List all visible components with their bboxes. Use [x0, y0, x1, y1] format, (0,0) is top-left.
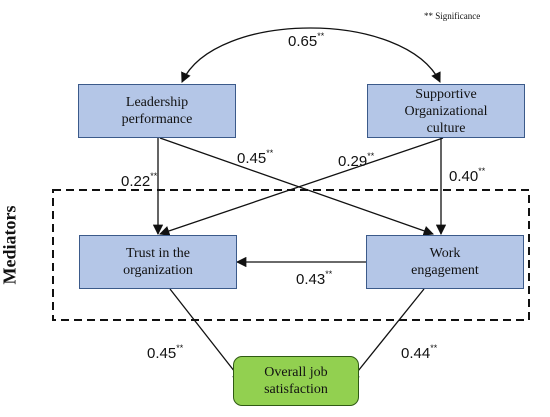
node-work-engagement: Work engagement [366, 235, 524, 289]
arrow-leadership-engagement [159, 137, 434, 236]
arrow-supportive-trust [159, 137, 444, 236]
coef-sig: ** [317, 31, 325, 41]
coef-leadership-engagement: 0.45** [237, 145, 273, 168]
coef-value: 0.45 [147, 345, 177, 362]
arrow-correlation [181, 27, 441, 83]
coef-value: 0.44 [401, 345, 431, 362]
coef-sig: ** [150, 171, 158, 181]
node-leadership-performance: Leadership performance [78, 84, 236, 138]
coef-sig: ** [367, 151, 375, 161]
coef-sig: ** [478, 166, 486, 176]
mediators-label: Mediators [0, 205, 20, 285]
coef-value: 0.40 [449, 168, 479, 185]
coef-correlation: 0.65** [288, 28, 324, 51]
coef-engagement-satisfaction: 0.44** [401, 340, 437, 363]
coef-engagement-trust: 0.43** [296, 266, 332, 289]
coef-sig: ** [176, 343, 184, 353]
coef-value: 0.65 [288, 33, 318, 50]
node-overall-job-satisfaction: Overall job satisfaction [233, 356, 359, 406]
arrow-trust-satisfaction [169, 288, 243, 382]
coef-sig: ** [325, 269, 333, 279]
coef-trust-satisfaction: 0.45** [147, 340, 183, 363]
coef-sig: ** [430, 343, 438, 353]
node-supportive-organizational-culture: Supportive Organizational culture [367, 84, 525, 138]
arrow-engagement-satisfaction [349, 288, 425, 382]
coef-sig: ** [266, 148, 274, 158]
coef-supportive-engagement: 0.40** [449, 163, 485, 186]
coef-value: 0.29 [338, 153, 368, 170]
coef-supportive-trust: 0.29** [338, 148, 374, 171]
coef-value: 0.43 [296, 271, 326, 288]
significance-note: ** Significance [424, 11, 481, 21]
coef-value: 0.45 [237, 150, 267, 167]
coef-value: 0.22 [121, 173, 151, 190]
coef-leadership-trust: 0.22** [121, 168, 157, 191]
node-trust-in-organization: Trust in the organization [79, 235, 237, 289]
